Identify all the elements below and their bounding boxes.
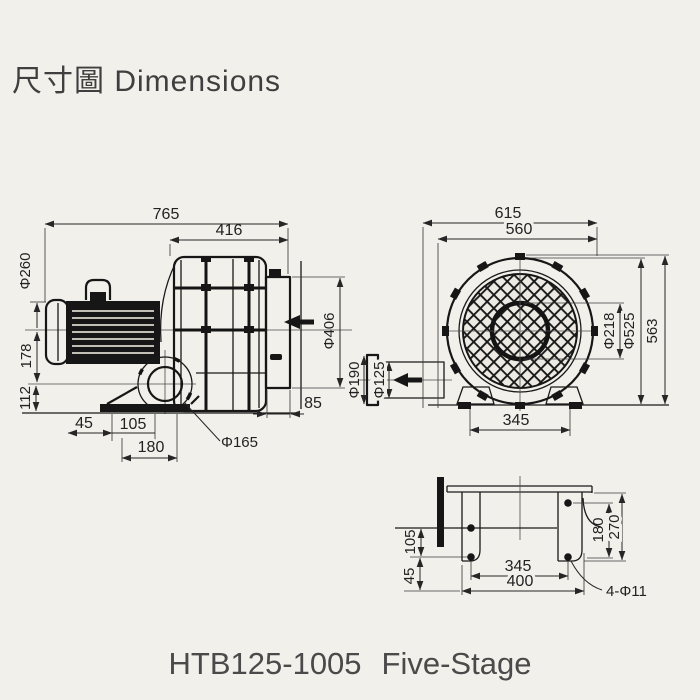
side-view: 765 416 Φ260 178 112 45 105 180 Φ165 [17,206,352,462]
outlet-flange-side [264,261,314,409]
base-plate [395,476,602,562]
model-caption: HTB125-1005 Five-Stage [0,646,700,682]
dim-base-height: 112 [17,386,34,410]
dim-base-depth: 270 [606,514,623,539]
housing-rib-tabs [201,257,254,333]
page-title: 尺寸圖 Dimensions [12,65,282,98]
dim-inlet-flange-diameter: Φ165 [221,434,258,451]
stage-label: Five-Stage [381,646,532,681]
dim-housing-length: 416 [216,222,243,239]
front-dimensions: 615 560 Φ190 Φ125 345 Φ218 Φ525 563 [346,205,669,436]
dim-foot-hole-pitch: 105 [120,416,147,433]
dim-outlet-flange-depth: 85 [304,395,322,412]
dim-hub-diameter: Φ218 [601,313,618,350]
dim-shaft-center-height: 178 [18,343,35,368]
airflow-arrow-front [393,373,422,387]
dim-foot-edge-offset: 45 [75,415,93,432]
front-view: 615 560 Φ190 Φ125 345 Φ218 Φ525 563 [346,205,669,436]
dim-overall-length: 765 [153,206,180,223]
front-feet [428,386,669,409]
dim-base-hole-pitch-depth: 180 [590,517,607,542]
dim-casing-diameter: Φ525 [621,313,638,350]
dim-base-length: 400 [507,573,534,590]
dim-outlet-flange-diameter: Φ406 [321,313,338,350]
base-dimensions: 105 45 345 400 180 270 4-Φ11 [401,492,647,600]
dim-mounting-holes: 4-Φ11 [606,583,647,600]
dim-base-hole-pitch-length: 345 [505,558,532,575]
dim-front-overall-width: 615 [495,205,522,222]
side-dimensions: 765 416 Φ260 178 112 45 105 180 Φ165 [17,206,345,462]
motor [44,278,160,366]
airflow-arrow-side [284,315,314,329]
dim-casing-width: 560 [506,221,533,238]
motor-cooling-fins [72,310,154,354]
dim-front-outlet-diameter: Φ125 [371,362,388,399]
blower-housing [159,255,268,413]
dim-front-outlet-flange-diameter: Φ190 [346,362,363,399]
base-view: 105 45 345 400 180 270 4-Φ11 [395,476,647,600]
dim-base-hole-pitch-front: 105 [402,529,419,554]
front-casing [442,253,598,413]
dim-base-edge-offset: 45 [401,568,418,585]
lifting-eye [84,278,112,300]
dim-foot-length: 180 [138,439,165,456]
outlet-flange-edge [437,477,444,547]
dim-motor-diameter: Φ260 [17,253,34,290]
dim-front-overall-height: 563 [644,318,661,343]
model-number: HTB125-1005 [168,646,362,681]
mounting-holes [467,499,572,561]
dim-foot-span: 345 [503,412,530,429]
side-base [22,386,296,414]
